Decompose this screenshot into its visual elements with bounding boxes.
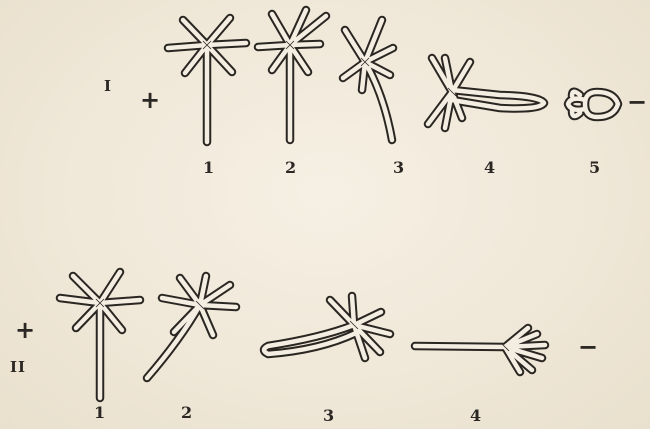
- row2-minus-sign: −: [578, 335, 598, 359]
- row1-plus-sign: +: [140, 88, 160, 112]
- row2-figure-number: 3: [323, 408, 334, 424]
- row2-figure-number: 2: [181, 405, 192, 421]
- row2-figure-number: 4: [470, 408, 481, 424]
- row1-figure-number: 3: [393, 160, 404, 176]
- row1-figure-number: 1: [203, 160, 214, 176]
- row2-figure-number: 1: [94, 405, 105, 421]
- row1-label: I: [104, 79, 112, 94]
- row2-plus-sign: +: [15, 318, 35, 342]
- row2-label: II: [10, 360, 26, 375]
- row1-figure-number: 5: [589, 160, 600, 176]
- row1-figure-number: 4: [484, 160, 495, 176]
- row1-figure-number: 2: [285, 160, 296, 176]
- row1-minus-sign: −: [627, 90, 647, 114]
